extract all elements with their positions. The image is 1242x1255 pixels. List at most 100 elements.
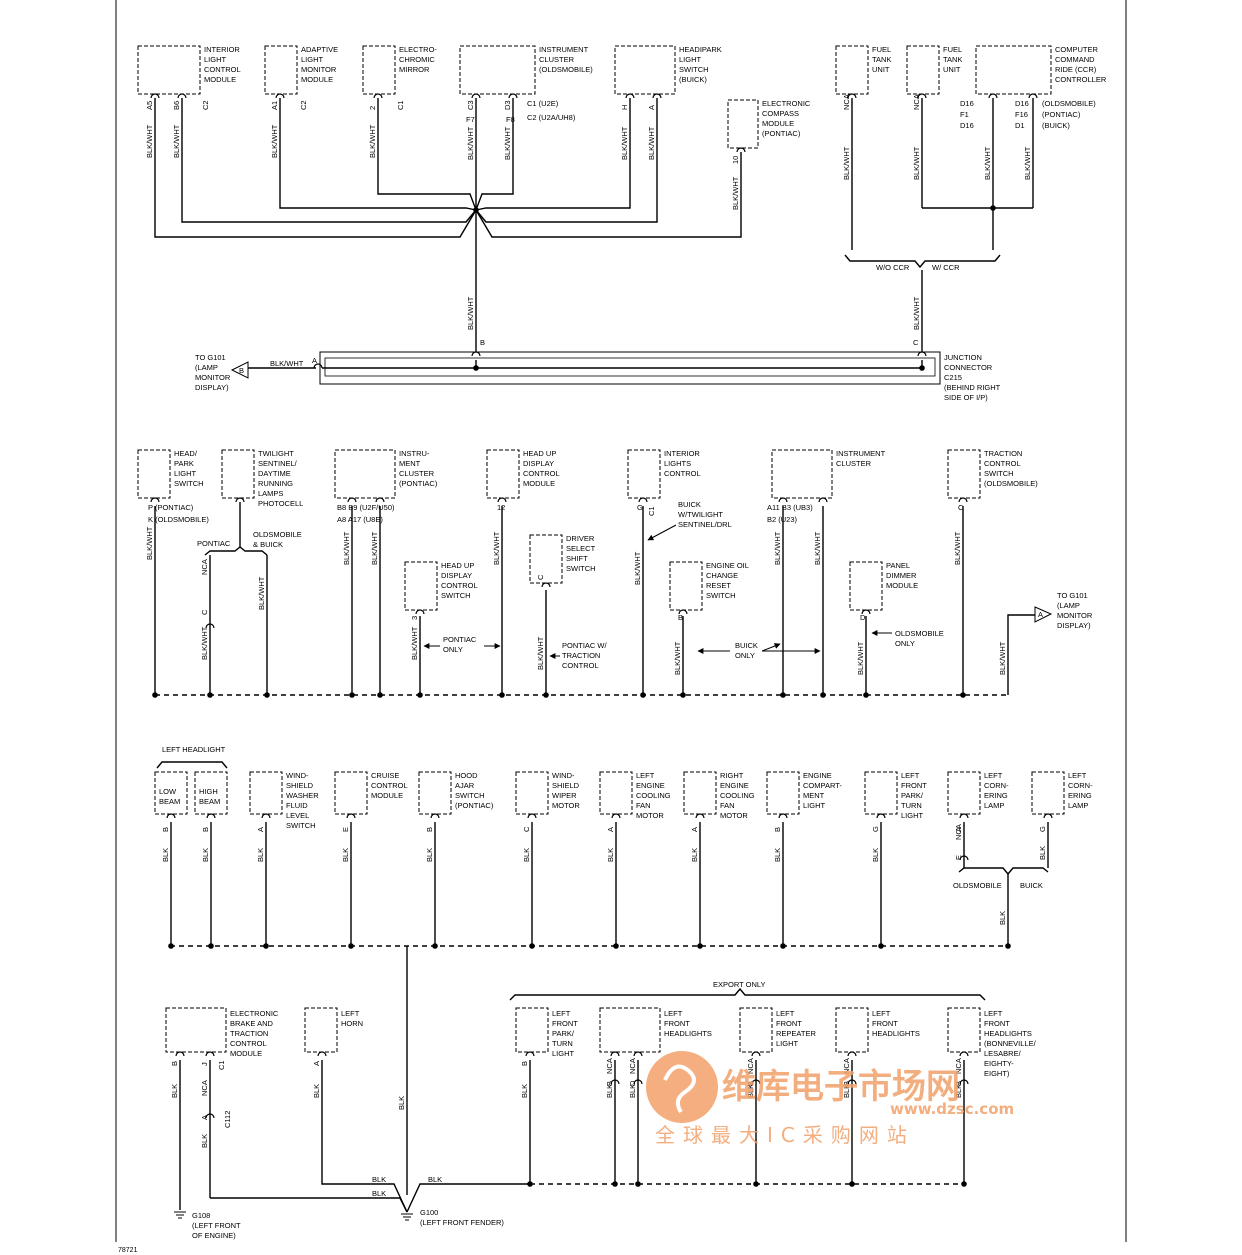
wire-color-label: BLK bbox=[998, 911, 1007, 925]
wire bbox=[475, 98, 658, 223]
group-label: LEFT HEADLIGHT bbox=[162, 745, 226, 754]
junction-bar bbox=[324, 357, 936, 377]
watermark-slogan: 全球最大IC采购网站 bbox=[655, 1123, 915, 1147]
component-box bbox=[906, 45, 940, 95]
pin-label: B bbox=[170, 1061, 179, 1066]
connector-terminal bbox=[633, 1079, 643, 1085]
note-label: PONTIAC bbox=[197, 539, 231, 548]
connector-terminal bbox=[275, 93, 285, 99]
connector-terminal bbox=[847, 1051, 857, 1057]
wire-color-label: BLK bbox=[170, 1084, 179, 1098]
connector-terminal bbox=[430, 813, 440, 819]
note-label: OLDSMOBILE& BUICK bbox=[253, 530, 302, 549]
watermark: 维库电子市场网 www.dzsc.com 全球最大IC采购网站 bbox=[646, 1051, 1014, 1147]
component-box bbox=[727, 99, 759, 149]
wire-color-label: BLK/WHT bbox=[813, 531, 822, 565]
nca-label: NCA bbox=[628, 1058, 637, 1074]
pin-label: 10 bbox=[731, 156, 740, 164]
wire-color-label: BLK bbox=[200, 1134, 209, 1148]
component-box bbox=[947, 1007, 981, 1053]
splice-dot bbox=[529, 943, 535, 949]
wire-color-label: BLK/WHT bbox=[368, 124, 377, 158]
connector-terminal bbox=[988, 93, 998, 99]
component-box bbox=[766, 771, 800, 815]
connector-terminal bbox=[638, 497, 648, 503]
component-box bbox=[849, 561, 883, 611]
pin-label: D3 bbox=[503, 100, 512, 110]
wire-color-label: BLK/WHT bbox=[200, 626, 209, 660]
wire-color-label: BLK/WHT bbox=[270, 359, 304, 368]
wire-color-label: BLK/WHT bbox=[270, 124, 279, 158]
wire-color-label: BLK/WHT bbox=[410, 626, 419, 660]
wire-color-label: BLK bbox=[397, 1096, 406, 1110]
wire bbox=[1007, 614, 1035, 695]
connector-terminal bbox=[1028, 93, 1038, 99]
watermark-title: 维库电子市场网 bbox=[722, 1067, 960, 1107]
pin-label: E bbox=[341, 827, 350, 832]
component-box bbox=[835, 45, 869, 95]
connector-terminal bbox=[751, 1051, 761, 1057]
pin-label: B6 bbox=[172, 101, 181, 110]
ccr-option: W/O CCR bbox=[876, 263, 910, 272]
component-box bbox=[264, 45, 298, 95]
wire-color-label: BLK/WHT bbox=[953, 531, 962, 565]
pin-label: NCA bbox=[842, 94, 851, 110]
pin-label: 12 bbox=[497, 503, 505, 512]
wire-color-label: BLK bbox=[628, 1084, 637, 1098]
wire-color-label: BLK/WHT bbox=[1023, 146, 1032, 180]
nca-label: NCA bbox=[200, 559, 209, 575]
splice-dot bbox=[635, 1181, 641, 1187]
pin-label: A5 bbox=[145, 101, 154, 110]
connector-terminal bbox=[205, 623, 215, 629]
wire-color-label: BLK bbox=[201, 848, 210, 862]
connector-label: C1 bbox=[396, 100, 405, 110]
wire-color-label: BLK/WHT bbox=[492, 531, 501, 565]
connector-label: C2 bbox=[299, 100, 308, 110]
wire-color-label: BLK/WHT bbox=[466, 126, 475, 160]
pin-label: C3 bbox=[466, 100, 475, 110]
wire-color-label: BLK bbox=[746, 1084, 755, 1098]
wire-color-label: BLK bbox=[312, 1084, 321, 1098]
connector-terminal bbox=[373, 93, 383, 99]
connector-terminal bbox=[175, 1051, 185, 1057]
wire-color-label: BLK/WHT bbox=[998, 641, 1007, 675]
pin-label: A bbox=[312, 356, 317, 365]
pin-label: A bbox=[606, 827, 615, 832]
component-box bbox=[947, 771, 981, 815]
wire-color-label: BLK bbox=[690, 848, 699, 862]
nca-label: NCA bbox=[954, 824, 963, 840]
pin-label: D bbox=[860, 613, 866, 622]
connector-terminal bbox=[150, 93, 160, 99]
splice-dot bbox=[780, 943, 786, 949]
connector-terminal bbox=[678, 609, 688, 615]
wire-color-label: BLK bbox=[605, 1084, 614, 1098]
splice-dot bbox=[168, 943, 174, 949]
connector-terminal bbox=[959, 855, 969, 861]
wire-color-label: BLK/WHT bbox=[633, 551, 642, 585]
component-box bbox=[404, 561, 438, 611]
wire bbox=[210, 1197, 408, 1213]
wire bbox=[321, 1060, 408, 1213]
connector-terminal bbox=[375, 497, 385, 503]
connector-terminal bbox=[177, 93, 187, 99]
splice-dot bbox=[348, 943, 354, 949]
